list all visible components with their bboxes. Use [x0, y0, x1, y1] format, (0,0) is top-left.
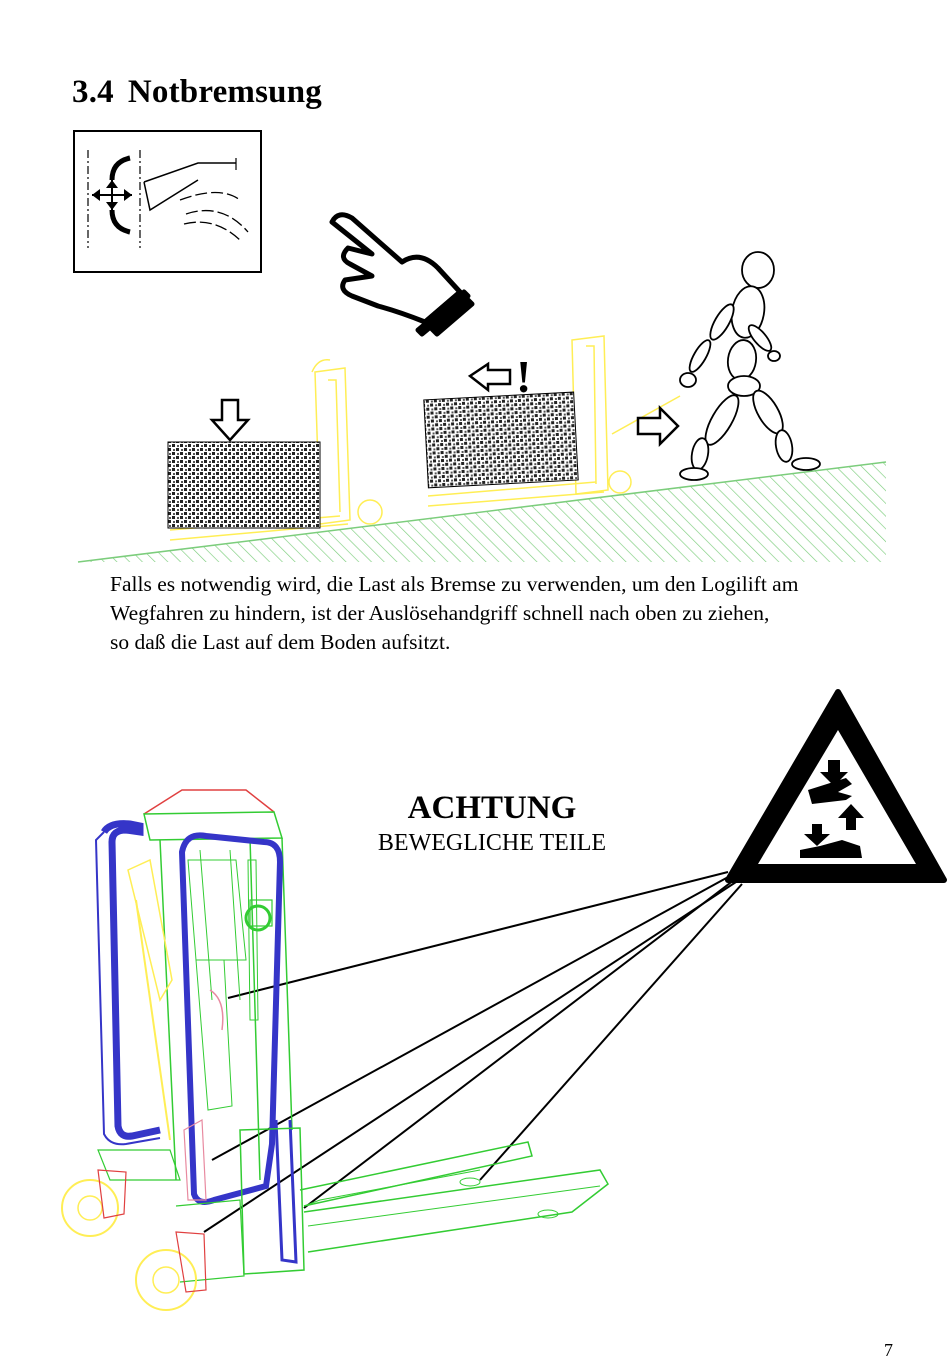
- warning-label: ACHTUNG BEWEGLICHE TEILE: [352, 788, 632, 858]
- arrow-right-icon: [636, 404, 680, 448]
- section-heading: 3.4 Notbremsung: [72, 74, 322, 111]
- lifter-middle: !: [423, 335, 681, 507]
- lifter-left: [167, 359, 383, 541]
- warning-subtitle: BEWEGLICHE TEILE: [377, 830, 607, 856]
- pointing-hand-icon: [329, 212, 475, 337]
- section-number: 3.4: [72, 74, 114, 110]
- warning-title: ACHTUNG: [407, 790, 577, 826]
- warning-sign-icon: [725, 689, 947, 883]
- release-handle-icon: [73, 130, 262, 273]
- exclamation-mark: !: [516, 351, 531, 402]
- paragraph-line: so daß die Last auf dem Boden aufsitzt.: [110, 630, 451, 654]
- walking-person-icon: [679, 251, 821, 481]
- paragraph-line: Falls es notwendig wird, die Last als Br…: [110, 572, 799, 596]
- logilift-machine: [61, 789, 609, 1311]
- section-title: Notbremsung: [127, 74, 322, 110]
- page-number: 7: [884, 1340, 893, 1360]
- instruction-paragraph: Falls es notwendig wird, die Last als Br…: [110, 570, 870, 657]
- paragraph-line: Wegfahren zu hindern, ist der Auslösehan…: [110, 601, 770, 625]
